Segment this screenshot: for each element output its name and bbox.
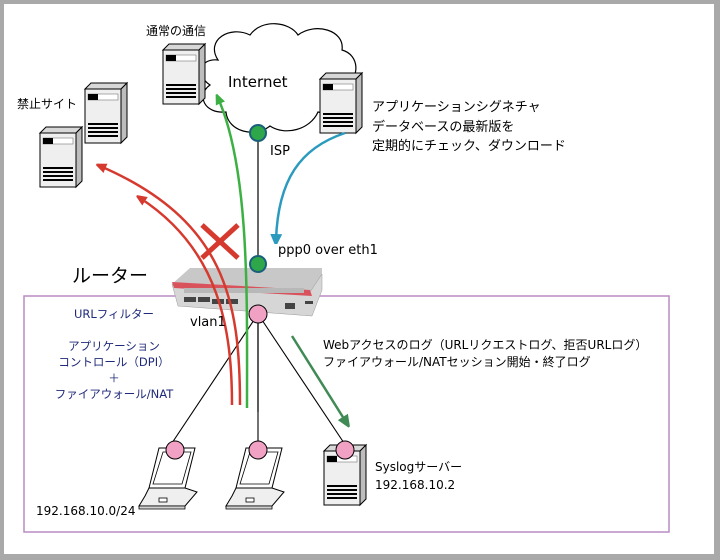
syslog-node (335, 440, 355, 460)
syslog-ip-label: 192.168.10.2 (375, 478, 456, 492)
pc1-node (165, 440, 185, 460)
isp-node (249, 124, 267, 142)
log-note-line-2: ファイアウォール/NATセッション開始・終了ログ (323, 355, 591, 369)
url-filter-label: URLフィルター (73, 307, 155, 321)
isp-label: ISP (270, 144, 290, 159)
router-label: ルーター (72, 265, 149, 287)
blocked-x-icon (200, 223, 240, 260)
firewall-nat-label: ファイアウォール/NAT (54, 387, 174, 401)
log-arrow (290, 335, 346, 422)
normal-server-icon (162, 43, 206, 105)
pc2-node (248, 440, 268, 460)
allowed-arrow (218, 98, 249, 409)
signature-download-arrow (276, 131, 346, 240)
syslog-name-label: Syslogサーバー (375, 460, 463, 474)
plus-label: ＋ (108, 371, 120, 385)
signature-note-line-1: アプリケーションシグネチャ (372, 100, 541, 115)
lan-link-pc1 (169, 313, 259, 447)
app-control-label-2: コントロール（DPI） (58, 355, 170, 369)
ppp0-label: ppp0 over eth1 (278, 243, 378, 258)
subnet-label: 192.168.10.0/24 (36, 504, 136, 518)
laptop-icon-1 (138, 447, 198, 510)
blocked-arrow-2 (100, 166, 242, 406)
ppp0-node (249, 255, 267, 273)
blocked-arrow-1 (140, 198, 234, 406)
internet-label: Internet (228, 73, 288, 91)
blocked-server-icon-2 (39, 126, 83, 188)
log-note-line-1: Webアクセスのログ（URLリクエストログ、拒否URLログ） (323, 338, 648, 352)
lan-boundary (23, 295, 670, 533)
lan-link-syslog (257, 313, 347, 447)
blocked-server-icon-1 (84, 82, 128, 144)
blocked-sites-label: 禁止サイト (17, 97, 78, 111)
normal-traffic-label: 通常の通信 (146, 24, 207, 38)
vlan1-node (248, 304, 268, 324)
vlan1-label: vlan1 (190, 315, 226, 330)
signature-note-line-3: 定期的にチェック、ダウンロード (372, 139, 566, 154)
signature-note-line-2: データベースの最新版を (372, 120, 515, 135)
signature-server-icon (319, 72, 363, 134)
app-control-label-1: アプリケーション (68, 339, 160, 353)
